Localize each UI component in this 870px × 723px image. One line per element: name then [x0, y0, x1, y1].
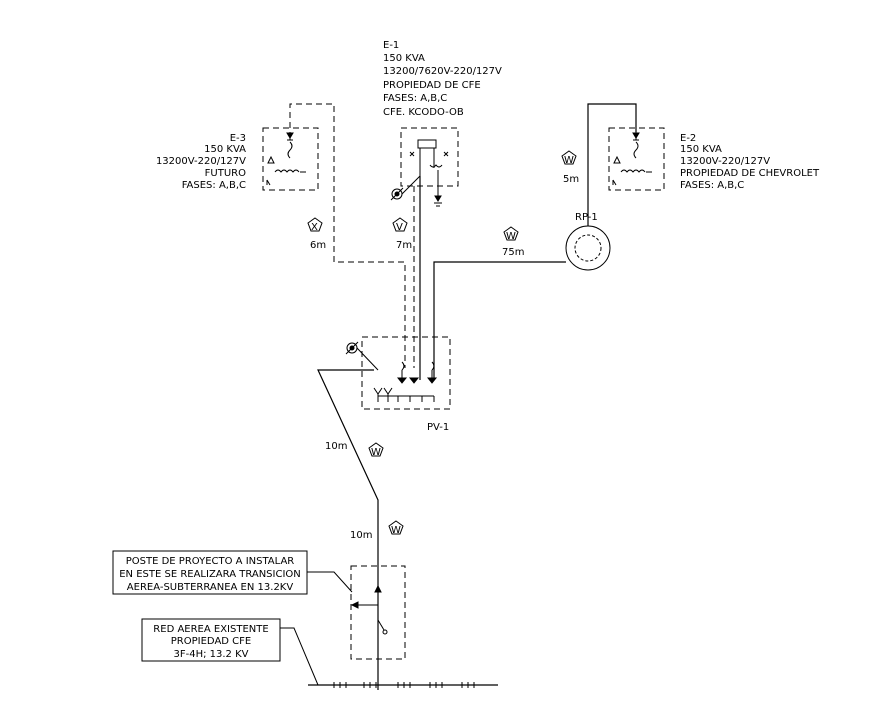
- note-poste-box: [112, 550, 308, 595]
- cable-tag-w-10m-lower: W 10m: [350, 520, 404, 541]
- e1-label-code: CFE. KCODO-OB: [383, 107, 464, 118]
- cable-tag-letter: X: [311, 222, 318, 233]
- e3-label-phases: FASES: A,B,C: [182, 180, 246, 191]
- pv1-enclosure: [361, 336, 451, 410]
- cable-length: 75m: [502, 247, 524, 258]
- e3-label-name: E-3: [230, 133, 246, 144]
- e2-enclosure: [608, 127, 665, 191]
- note-poste-line2: EN ESTE SE REALIZARA TRANSICION: [119, 569, 301, 580]
- cable-length: 10m: [325, 441, 347, 452]
- cable-tag-v-7m: V 7m: [392, 217, 412, 251]
- e3-label-voltage: 13200V-220/127V: [156, 156, 246, 167]
- cable-tag-w-10m-upper: W 10m: [325, 441, 384, 458]
- e2-label-capacity: 150 KVA: [680, 144, 722, 155]
- cable-tag-w-75m: W 75m: [502, 226, 524, 258]
- e2-label-voltage: 13200V-220/127V: [680, 156, 770, 167]
- e1-label-owner: PROPIEDAD DE CFE: [383, 80, 481, 91]
- pole-enclosure: [350, 565, 406, 660]
- e2-label-name: E-2: [680, 133, 696, 144]
- cable-tag-letter: W: [564, 155, 574, 166]
- transformer-e1: E-1 150 KVA 13200/7620V-220/127V PROPIED…: [383, 40, 502, 207]
- existing-aerial-line: [308, 682, 498, 688]
- e3-label-capacity: 150 KVA: [204, 144, 246, 155]
- e2-label-owner: PROPIEDAD DE CHEVROLET: [680, 168, 820, 179]
- cable-tag-x-6m: X 6m: [307, 217, 326, 251]
- rp1-label: RP-1: [575, 212, 598, 223]
- note-red-line3: 3F-4H; 13.2 KV: [174, 649, 249, 660]
- conductors: [289, 103, 637, 690]
- note-red-line1: RED AEREA EXISTENTE: [153, 624, 268, 635]
- note-red-line2: PROPIEDAD CFE: [171, 636, 251, 647]
- e1-label-capacity: 150 KVA: [383, 53, 425, 64]
- cable-tag-letter: V: [396, 222, 403, 233]
- e1-enclosure: [400, 127, 459, 187]
- cable-length: 10m: [350, 530, 372, 541]
- transformer-e3: E-3 150 KVA 13200V-220/127V FUTURO FASES…: [156, 127, 319, 191]
- note-red-box: [141, 618, 281, 662]
- rp1-circle: [565, 225, 611, 271]
- note-poste: POSTE DE PROYECTO A INSTALAR EN ESTE SE …: [112, 550, 353, 595]
- e3-label-status: FUTURO: [205, 168, 246, 179]
- cable-tag-letter: W: [506, 231, 516, 242]
- note-poste-line1: POSTE DE PROYECTO A INSTALAR: [126, 556, 295, 567]
- cable-tag-w-5m: W 5m: [561, 150, 579, 185]
- cable-tag-letter: W: [391, 525, 401, 536]
- pv1-label: PV-1: [427, 422, 449, 433]
- e1-label-phases: FASES: A,B,C: [383, 93, 447, 104]
- e1-label-name: E-1: [383, 40, 399, 51]
- e2-label-phases: FASES: A,B,C: [680, 180, 744, 191]
- e1-label-voltage: 13200/7620V-220/127V: [383, 66, 502, 77]
- transformer-e2: E-2 150 KVA 13200V-220/127V PROPIEDAD DE…: [608, 127, 820, 191]
- pole-transition: [350, 565, 406, 660]
- cable-length: 5m: [563, 174, 579, 185]
- note-red-aerea: RED AEREA EXISTENTE PROPIEDAD CFE 3F-4H;…: [141, 618, 319, 686]
- cable-length: 6m: [310, 240, 326, 251]
- cable-tag-letter: W: [371, 447, 381, 458]
- e3-enclosure: [262, 127, 319, 191]
- note-poste-line3: AEREA-SUBTERRANEA EN 13.2KV: [127, 582, 294, 593]
- cable-length: 7m: [396, 240, 412, 251]
